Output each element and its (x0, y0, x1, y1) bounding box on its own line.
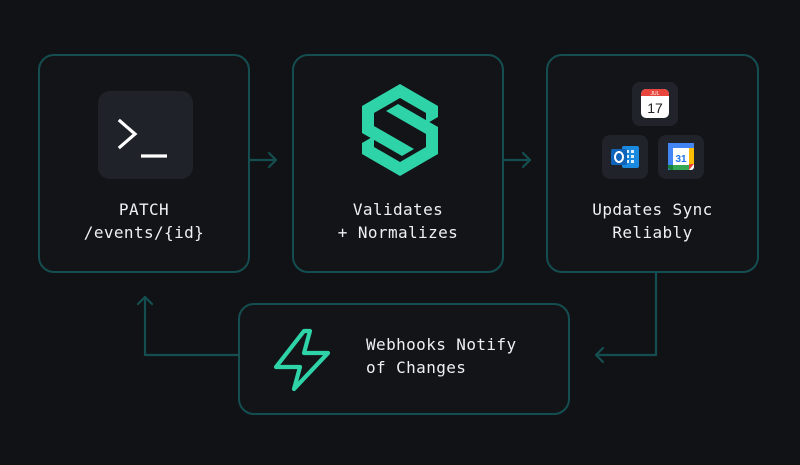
arrow-validate-to-sync (502, 151, 532, 169)
step-label-patch: PATCH /events/{id} (40, 198, 248, 244)
arrow-sync-to-webhook (594, 271, 658, 364)
google-calendar-tile: 31 (658, 135, 704, 179)
terminal-prompt-icon (117, 118, 167, 158)
step-label-line: + Normalizes (337, 223, 459, 242)
step-label-line: Webhooks Notify (366, 335, 517, 354)
terminal-tile (98, 91, 193, 179)
apple-calendar-tile: JUL 17 (632, 82, 678, 126)
arrow-patch-to-validate (248, 151, 278, 169)
apple-calendar-month: JUL (651, 91, 660, 97)
step-card-validate: Validates + Normalizes (292, 54, 504, 273)
google-calendar-day: 31 (675, 154, 687, 165)
lightning-bolt-icon (273, 328, 331, 392)
step-label-validate: Validates + Normalizes (294, 198, 502, 244)
step-label-line: PATCH (118, 200, 170, 219)
step-label-line: Updates Sync (592, 200, 713, 219)
apple-calendar-day: 17 (647, 100, 663, 116)
outlook-icon (611, 146, 639, 168)
step-label-line: Reliably (612, 223, 693, 242)
step-card-patch: PATCH /events/{id} (38, 54, 250, 273)
step-label-line: of Changes (366, 358, 467, 377)
arrow-webhook-to-patch (136, 295, 240, 357)
step-label-line: Validates (352, 200, 444, 219)
stripe-s-logo-icon (362, 84, 438, 176)
step-label-line: /events/{id} (83, 223, 205, 242)
google-calendar-icon: 31 (668, 143, 694, 170)
outlook-tile (602, 135, 648, 179)
step-card-sync: JUL 17 31 (546, 54, 759, 273)
step-card-webhook: Webhooks Notify of Changes (238, 303, 570, 415)
apple-calendar-icon: JUL 17 (641, 89, 669, 118)
step-label-webhook: Webhooks Notify of Changes (366, 333, 517, 379)
step-label-sync: Updates Sync Reliably (548, 198, 757, 244)
